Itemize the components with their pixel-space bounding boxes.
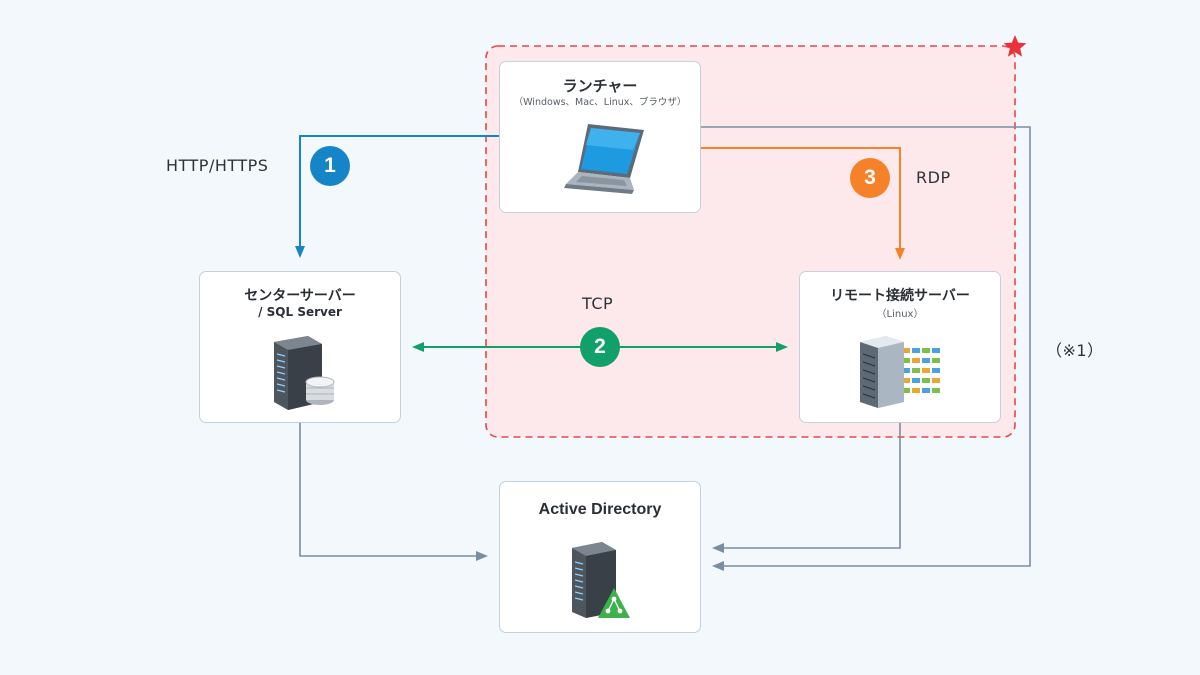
remote-to-ad-line (712, 421, 901, 553)
active-directory-node[interactable]: Active Directory (499, 481, 701, 633)
center-to-ad-line (299, 421, 488, 561)
launcher-title: ランチャー (562, 77, 638, 95)
remote-server-subtitle: （Linux） (876, 309, 924, 320)
remote-server-node[interactable]: リモート接続サーバー （Linux） (799, 271, 1001, 423)
step-badge-1: 1 (310, 146, 350, 186)
tcp-label: TCP (582, 294, 614, 313)
step-badge-2: 2 (580, 327, 620, 367)
server-database-icon (274, 336, 335, 410)
star-icon (1003, 35, 1027, 57)
laptop-icon (564, 124, 644, 194)
center-server-node[interactable]: センターサーバー / SQL Server (199, 271, 401, 423)
remote-server-title: リモート接続サーバー (830, 288, 970, 304)
launcher-to-ad-line (700, 126, 1031, 571)
rdp-connection-line (700, 147, 905, 260)
center-server-title: センターサーバー (244, 288, 356, 304)
rdp-label: RDP (916, 168, 951, 187)
active-directory-title: Active Directory (538, 501, 662, 518)
http-connection-line (295, 135, 500, 258)
step-badge-3: 3 (850, 158, 890, 198)
server-network-icon (572, 542, 630, 618)
note-label: （※1） (1046, 341, 1104, 360)
launcher-node[interactable]: ランチャー （Windows、Mac、Linux、ブラウザ） (499, 61, 701, 213)
server-rack-icon (860, 336, 940, 408)
http-label: HTTP/HTTPS (166, 156, 269, 175)
center-server-subtitle: / SQL Server (258, 305, 342, 319)
launcher-subtitle: （Windows、Mac、Linux、ブラウザ） (513, 97, 687, 108)
